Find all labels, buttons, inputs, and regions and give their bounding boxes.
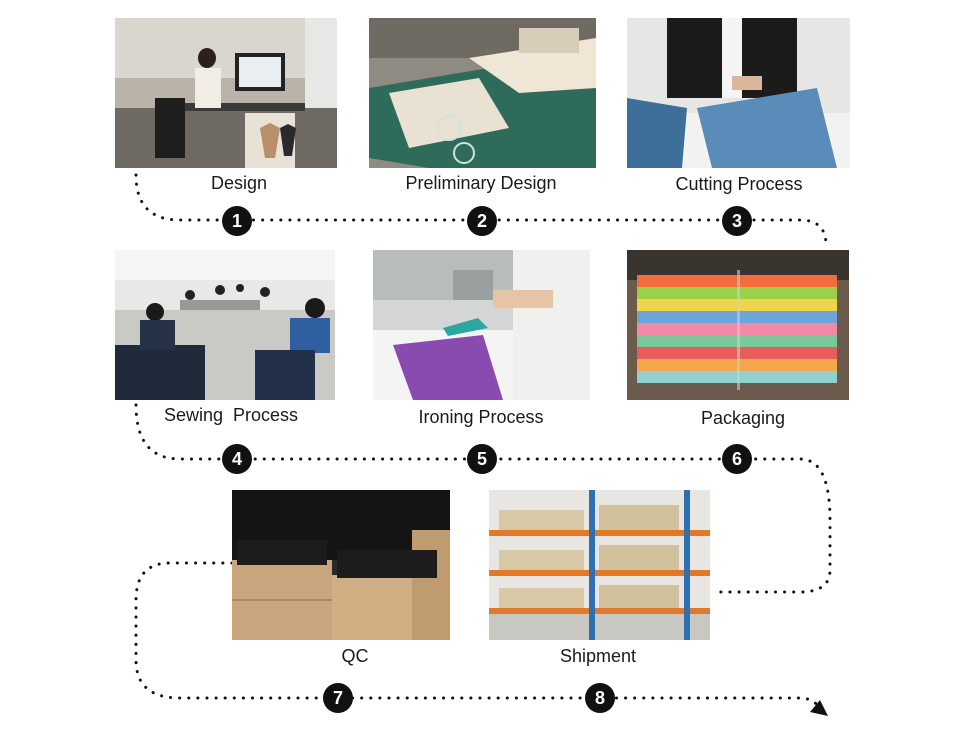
step-number-4: 4	[222, 444, 252, 474]
step-number-8: 8	[585, 683, 615, 713]
step-label-cutting-process: Cutting Process	[675, 174, 803, 194]
step-number-2: 2	[467, 206, 497, 236]
step-number-5: 5	[467, 444, 497, 474]
step-label-ironing-process: Ironing Process	[418, 407, 544, 427]
qc-photo	[232, 490, 450, 640]
step-number-6: 6	[722, 444, 752, 474]
step-label-sewing-process: Sewing Process	[163, 405, 299, 425]
packaging-photo	[627, 250, 849, 400]
step-label-design: Design	[210, 173, 268, 193]
step-label-preliminary-design: Preliminary Design	[405, 173, 557, 193]
step-number-1: 1	[222, 206, 252, 236]
step-label-shipment: Shipment	[559, 646, 637, 666]
preliminary-design-photo	[369, 18, 596, 168]
step-label-qc: QC	[341, 646, 369, 666]
step-number-7: 7	[323, 683, 353, 713]
step-number-3: 3	[722, 206, 752, 236]
design-photo	[115, 18, 337, 168]
cutting-process-photo	[627, 18, 850, 168]
shipment-photo	[489, 490, 710, 640]
ironing-process-photo	[373, 250, 590, 400]
sewing-process-photo	[115, 250, 335, 400]
step-label-packaging: Packaging	[700, 408, 786, 428]
